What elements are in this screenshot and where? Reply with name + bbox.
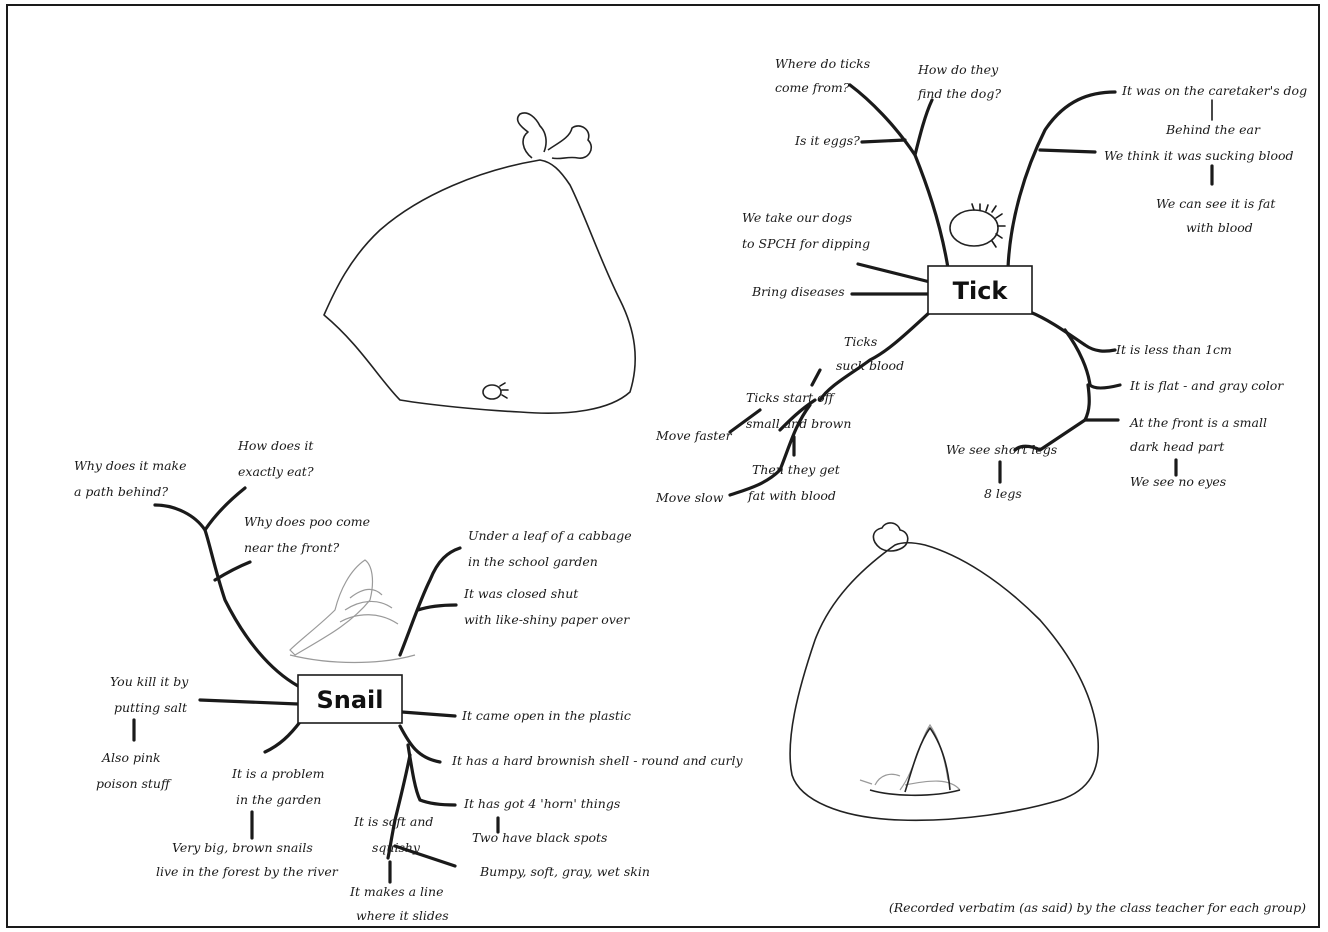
tick-branches [728,83,1214,497]
tick-legs8: 8 legs [984,486,1022,501]
snail-problem-2: in the garden [236,792,321,807]
snail-leaf-1: Under a leaf of a cabbage [468,528,632,543]
tick-labels: Where do ticks come from? How do they fi… [655,56,1307,505]
tick-short-legs: We see short legs [946,442,1057,457]
snail-plastic: It came open in the plastic [461,708,631,723]
snail-poo-1: Why does poo come [244,514,370,529]
snail-branches [132,486,500,884]
tick-slow: Move slow [655,490,724,505]
tick-then-1: Then they get [752,462,841,477]
snail-kill-2: putting salt [114,700,188,715]
snail-poison-2: poison stuff [96,776,172,791]
snail-closed-1: It was closed shut [463,586,579,601]
tick-caretaker: It was on the caretaker's dog [1121,83,1307,98]
tick-behind-ear: Behind the ear [1165,122,1261,137]
tick-q-how-2: find the dog? [917,86,1001,101]
tick-fat-1: We can see it is fat [1156,196,1276,211]
tick-no-eyes: We see no eyes [1130,474,1226,489]
snail-shell: It has a hard brownish shell - round and… [451,753,744,768]
snail-poo-2: near the front? [244,540,339,555]
page-frame [6,4,1320,928]
snail-soft-1: It is soft and [353,814,433,829]
snail-poison-1: Also pink [101,750,161,765]
tick-start-1: Ticks start off [746,390,836,405]
tick-q-where-2: come from? [775,80,850,95]
footer-note: (Recorded verbatim (as said) by the clas… [889,900,1306,915]
tick-sucking: We think it was sucking blood [1104,148,1294,163]
tick-less: It is less than 1cm [1115,342,1232,357]
tick-diseases: Bring diseases [751,284,845,299]
snail-brown-1: Very big, brown snails [172,840,313,855]
tick-fat-2: with blood [1186,220,1253,235]
tick-q-eggs: Is it eggs? [794,133,860,148]
bag-with-tick-sketch [323,112,636,414]
snail-how-1: How does it [237,438,314,453]
tick-title: Tick [953,277,1009,305]
snail-closed-2: with like-shiny paper over [464,612,630,627]
tick-front-1: At the front is a small [1129,415,1267,430]
snail-problem-1: It is a problem [231,766,325,781]
tick-suck-2: suck blood [836,358,904,373]
bag-with-snail-sketch [789,522,1100,822]
snail-kill-1: You kill it by [110,674,189,689]
tick-suck-1: Ticks [844,334,877,349]
tick-dogs-2: to SPCH for dipping [742,236,870,251]
snail-why-2: a path behind? [74,484,168,499]
tick-start-2: small and brown [746,416,851,431]
tick-drawing [949,203,1006,248]
snail-drawing [289,559,416,664]
tick-then-2: fat with blood [747,488,836,503]
tick-q-how-1: How do they [917,62,999,77]
tick-q-where-1: Where do ticks [775,56,870,71]
snail-labels: Why does it make a path behind? How does… [74,438,744,923]
snail-why-1: Why does it make [74,458,187,473]
snail-brown-2: live in the forest by the river [156,864,339,879]
tick-dogs-1: We take our dogs [742,210,852,225]
snail-center-node: Snail [297,674,403,724]
tick-flat: It is flat - and gray color [1129,378,1284,393]
tick-center-node: Tick [927,265,1033,315]
snail-line-2: where it slides [356,908,449,923]
snail-how-2: exactly eat? [238,464,314,479]
snail-title: Snail [316,686,383,714]
snail-skin: Bumpy, soft, gray, wet skin [479,864,650,879]
snail-line-1: It makes a line [349,884,443,899]
snail-spots: Two have black spots [472,830,607,845]
snail-leaf-2: in the school garden [468,554,598,569]
snail-horns: It has got 4 'horn' things [463,796,620,811]
tick-faster: Move faster [655,428,733,443]
tick-front-2: dark head part [1130,439,1225,454]
snail-soft-2: squishy [372,840,421,855]
